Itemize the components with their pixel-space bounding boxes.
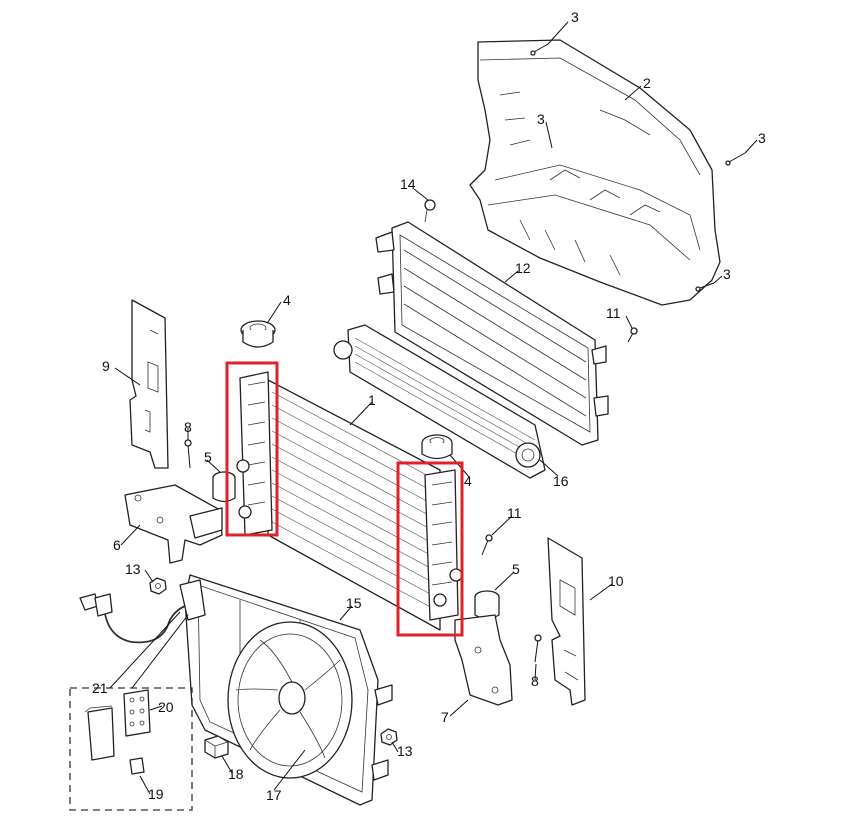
callout-15: 15 <box>346 595 362 611</box>
air-deflector-upper <box>469 39 721 306</box>
callout-13: 13 <box>125 561 141 577</box>
callout-10: 10 <box>608 573 624 589</box>
highlight-box-left-radiator-tank <box>225 361 279 537</box>
relay-block <box>204 735 229 759</box>
callout-5: 5 <box>512 561 520 577</box>
wiring-harness <box>79 579 206 644</box>
cooling-fan <box>227 621 353 779</box>
callout-18: 18 <box>228 766 244 782</box>
callout-16: 16 <box>553 473 569 489</box>
callout-2: 2 <box>643 75 651 91</box>
callout-17: 17 <box>266 787 282 803</box>
module-kit-group <box>69 687 193 811</box>
left-air-baffle <box>129 299 169 469</box>
callout-3: 3 <box>723 266 731 282</box>
callout-7: 7 <box>441 709 449 725</box>
callout-20: 20 <box>158 699 174 715</box>
callout-14: 14 <box>400 176 416 192</box>
condenser <box>375 199 609 446</box>
charge-air-cooler <box>333 324 546 479</box>
callout-3: 3 <box>537 111 545 127</box>
upper-isolator-left <box>240 320 276 348</box>
callout-21: 21 <box>92 680 108 696</box>
left-lower-bracket <box>124 484 223 564</box>
upper-isolator-right <box>421 434 453 460</box>
nut-upper <box>149 577 167 595</box>
lower-isolator-left <box>212 471 236 503</box>
callout-13: 13 <box>397 743 413 759</box>
callout-8: 8 <box>531 673 539 689</box>
right-lower-bracket <box>454 614 513 706</box>
nut-lower <box>380 728 398 746</box>
right-air-baffle <box>547 537 586 706</box>
callout-6: 6 <box>113 537 121 553</box>
lower-isolator-right <box>474 590 500 620</box>
callout-19: 19 <box>148 786 164 802</box>
callout-3: 3 <box>758 130 766 146</box>
callout-4: 4 <box>283 292 291 308</box>
leader-lines <box>109 21 758 795</box>
callout-1: 1 <box>368 392 376 408</box>
callout-4: 4 <box>464 473 472 489</box>
fasteners <box>184 43 746 663</box>
highlight-box-right-radiator-tank <box>396 461 464 637</box>
callout-12: 12 <box>515 260 531 276</box>
callout-3: 3 <box>571 9 579 25</box>
callout-11: 11 <box>606 305 621 321</box>
callout-9: 9 <box>102 358 110 374</box>
callout-8: 8 <box>184 419 192 435</box>
callout-labels: 3 2 3 3 3 14 12 11 4 9 1 8 5 4 16 6 11 1… <box>92 9 766 803</box>
callout-11: 11 <box>507 505 522 521</box>
callout-5: 5 <box>204 449 212 465</box>
